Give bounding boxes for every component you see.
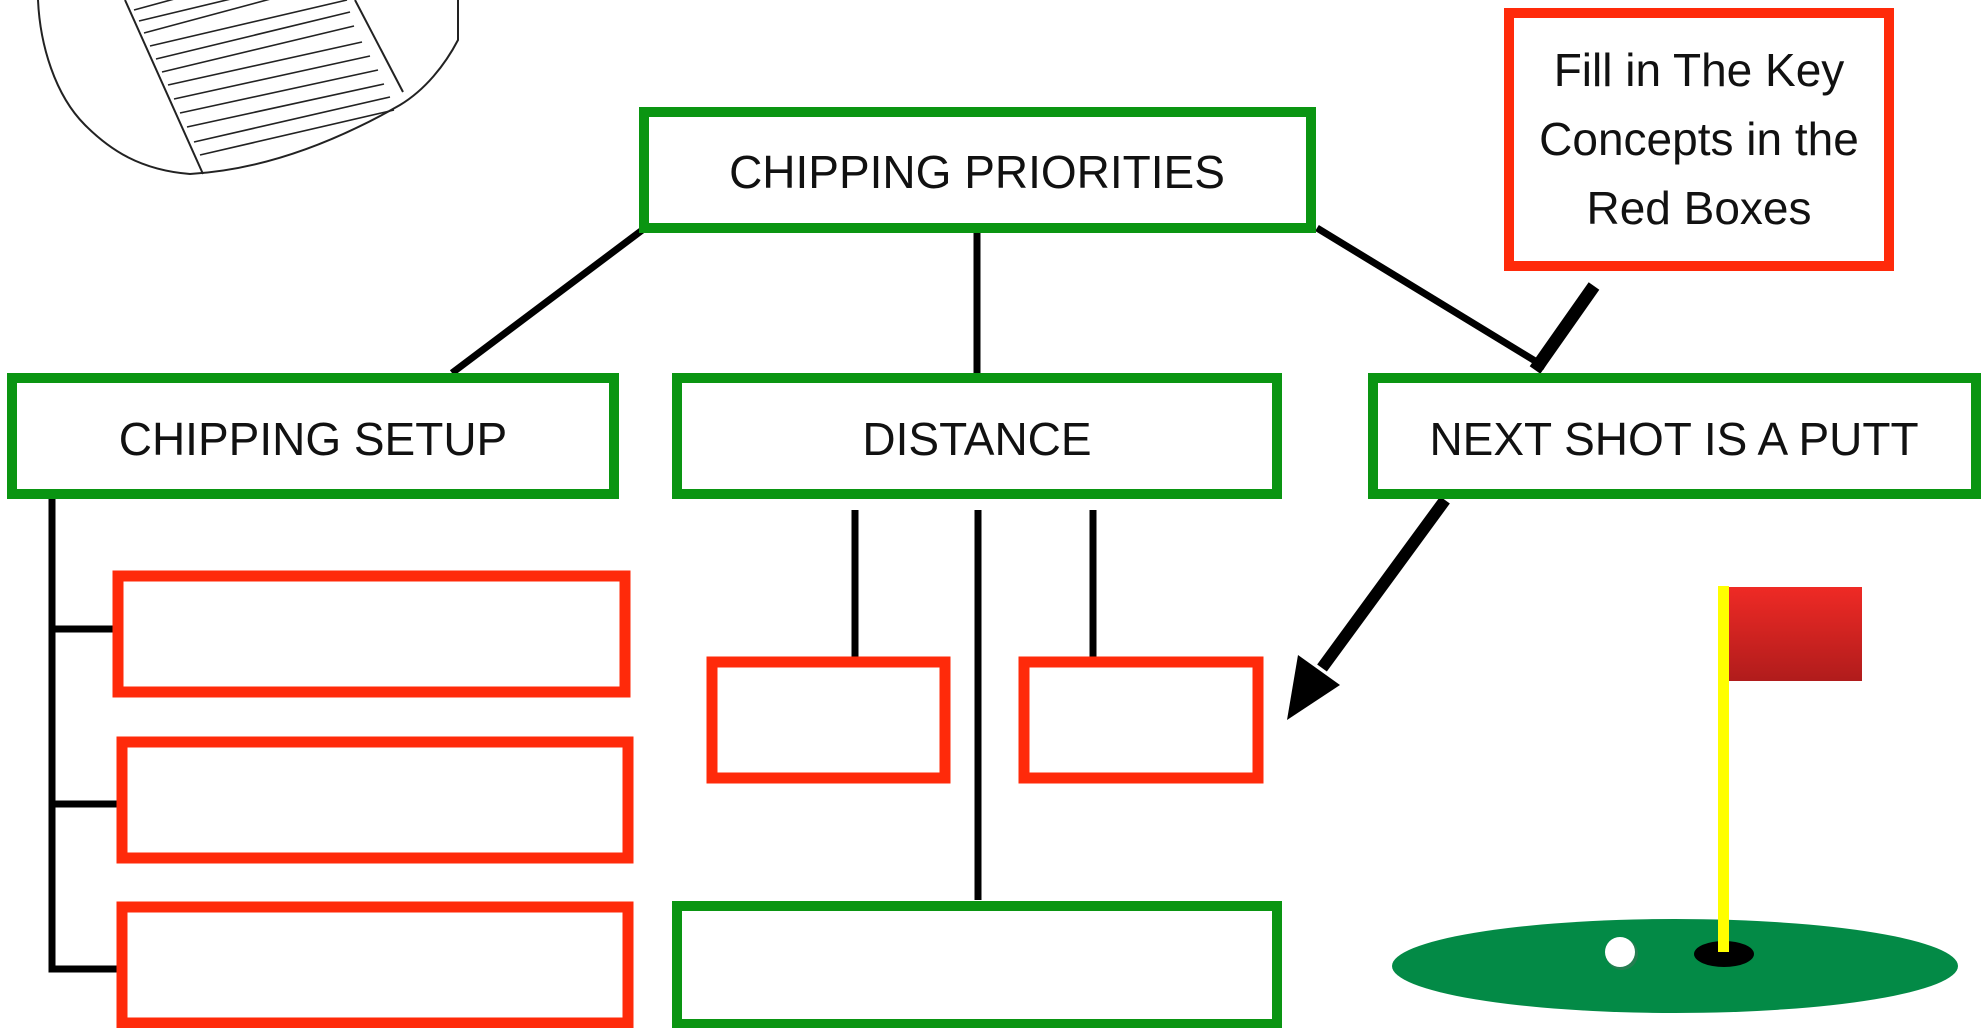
golf-ball-icon — [1605, 937, 1638, 970]
setup-answer-box-2[interactable] — [116, 736, 634, 864]
instruction-box: Fill in The Key Concepts in the Red Boxe… — [1504, 8, 1894, 271]
instruction-arrow — [1529, 282, 1600, 374]
branch-label-chipping-setup: CHIPPING SETUP — [119, 413, 508, 465]
connector-root-putt — [1315, 225, 1547, 370]
distance-summary-box[interactable] — [672, 901, 1282, 1028]
distance-answer-box-2[interactable] — [1018, 656, 1264, 784]
connector-setup-trunk — [48, 497, 120, 973]
instruction-line-3: Red Boxes — [1586, 182, 1811, 234]
branch-box-chipping-setup: CHIPPING SETUP — [7, 373, 619, 499]
branch-box-next-shot-putt: NEXT SHOT IS A PUTT — [1368, 373, 1981, 499]
instruction-line-1: Fill in The Key — [1554, 44, 1845, 96]
root-box: CHIPPING PRIORITIES — [639, 107, 1316, 233]
setup-answer-box-3[interactable] — [116, 901, 634, 1028]
golf-flag-icon — [1718, 586, 1862, 952]
distance-answer-box-1[interactable] — [706, 656, 951, 784]
branch-box-distance: DISTANCE — [672, 373, 1282, 499]
putting-green-icon — [1392, 919, 1958, 1013]
branch-label-distance: DISTANCE — [862, 413, 1091, 465]
golf-club-icon — [37, 0, 459, 176]
connector-root-setup — [449, 225, 648, 376]
branch-label-next-shot-putt: NEXT SHOT IS A PUTT — [1429, 413, 1918, 465]
root-label: CHIPPING PRIORITIES — [729, 146, 1225, 198]
pointer-arrow-icon — [1287, 496, 1450, 720]
connector-lines — [48, 225, 1547, 973]
instruction-line-2: Concepts in the — [1539, 113, 1859, 165]
setup-answer-box-1[interactable] — [112, 570, 631, 698]
